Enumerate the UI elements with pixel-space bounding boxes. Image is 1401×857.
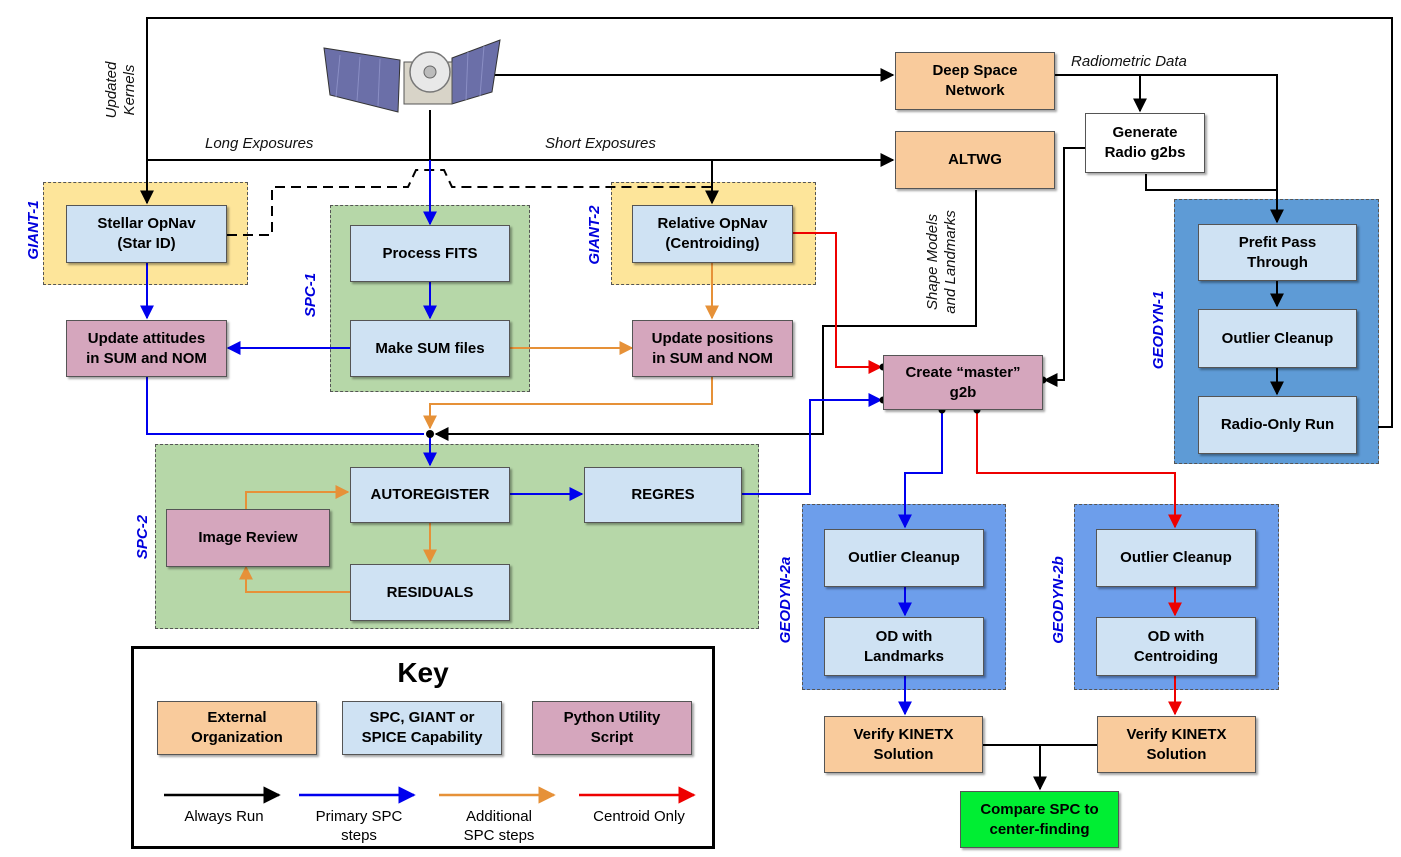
key-always-run: Always Run <box>184 808 264 825</box>
node-od-with-landmarks: OD with Landmarks <box>824 617 984 676</box>
key-centroid-only: Centroid Only <box>593 808 685 825</box>
label-giant1: GIANT-1 <box>25 200 42 260</box>
node-update-attitudes: Update attitudes in SUM and NOM <box>66 320 227 377</box>
key-primary-spc: Primary SPC steps <box>315 808 403 844</box>
node-deep-space-network: Deep Space Network <box>895 52 1055 110</box>
node-image-review: Image Review <box>166 509 330 567</box>
node-outlier-cleanup-2b: Outlier Cleanup <box>1096 529 1256 587</box>
node-altwg: ALTWG <box>895 131 1055 189</box>
node-compare-spc: Compare SPC to center-finding <box>960 791 1119 848</box>
label-geodyn1: GEODYN-1 <box>1150 290 1167 370</box>
node-outlier-cleanup-2a: Outlier Cleanup <box>824 529 984 587</box>
label-spc2: SPC-2 <box>134 514 151 560</box>
wire-updated-kernels <box>140 17 1393 428</box>
label-geodyn2b: GEODYN-2b <box>1050 556 1067 644</box>
label-shape-models: Shape Models and Landmarks <box>924 210 959 314</box>
wire-radiometric-prefit <box>1140 74 1284 224</box>
wire-g2bs-prefit <box>1145 174 1277 191</box>
node-od-with-centroiding: OD with Centroiding <box>1096 617 1256 676</box>
node-update-positions: Update positions in SUM and NOM <box>632 320 793 377</box>
node-process-fits: Process FITS <box>350 225 510 282</box>
key-python-swatch: Python Utility Script <box>532 701 692 755</box>
spacecraft-illustration <box>323 39 501 113</box>
key-title: Key <box>397 657 449 688</box>
node-verify-kinetx-a: Verify KINETX Solution <box>824 716 983 773</box>
key-additional-spc: Additional SPC steps <box>463 808 535 844</box>
key-spc-swatch: SPC, GIANT or SPICE Capability <box>342 701 502 755</box>
wire-radiometric <box>1055 74 1147 113</box>
wire-regres-master <box>742 393 883 495</box>
label-spc1: SPC-1 <box>302 272 319 318</box>
node-verify-kinetx-b: Verify KINETX Solution <box>1097 716 1256 773</box>
key-panel: Key External Organization SPC, GIANT or … <box>131 646 715 849</box>
label-long-exposures: Long Exposures <box>205 135 314 152</box>
label-geodyn2a: GEODYN-2a <box>777 556 794 644</box>
label-radiometric-data: Radiometric Data <box>1071 53 1187 70</box>
node-relative-opnav: Relative OpNav (Centroiding) <box>632 205 793 263</box>
wire-dashed-stellar <box>227 169 712 236</box>
node-stellar-opnav: Stellar OpNav (Star ID) <box>66 205 227 263</box>
node-radio-only-run: Radio-Only Run <box>1198 396 1357 454</box>
label-giant2: GIANT-2 <box>586 205 603 265</box>
key-external-swatch: External Organization <box>157 701 317 755</box>
node-outlier-cleanup-1: Outlier Cleanup <box>1198 309 1357 368</box>
node-autoregister: AUTOREGISTER <box>350 467 510 523</box>
node-regres: REGRES <box>584 467 742 523</box>
node-create-master-g2b: Create “master” g2b <box>883 355 1043 410</box>
key-arrows <box>164 786 696 804</box>
node-make-sum-files: Make SUM files <box>350 320 510 377</box>
wire-g2bs-master <box>1043 147 1085 387</box>
label-short-exposures: Short Exposures <box>545 135 656 152</box>
node-residuals: RESIDUALS <box>350 564 510 621</box>
merge-junction <box>426 430 434 438</box>
label-updated-kernels: Updated Kernels <box>103 61 138 119</box>
node-prefit-pass-through: Prefit Pass Through <box>1198 224 1357 281</box>
node-generate-radio-g2bs: Generate Radio g2bs <box>1085 113 1205 173</box>
wire-altwg-merge <box>434 190 977 441</box>
